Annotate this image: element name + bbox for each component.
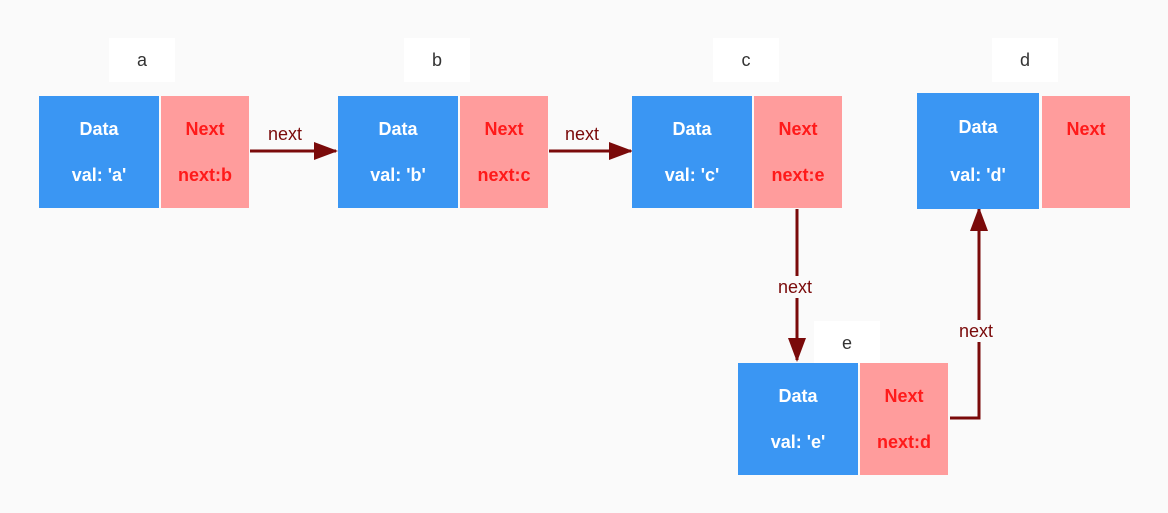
next-title: Next bbox=[185, 119, 225, 139]
node-d-data-cell: Data val: 'd' bbox=[917, 93, 1039, 209]
node-a-next-cell: Next next:b bbox=[161, 96, 249, 208]
node-label-c: c bbox=[713, 38, 779, 82]
edge-label-b-c: next bbox=[563, 123, 602, 145]
next-title: Next bbox=[1066, 119, 1106, 139]
edge-arrow-e-d bbox=[950, 207, 988, 420]
data-title: Data bbox=[672, 119, 712, 139]
node-e-data-cell: Data val: 'e' bbox=[738, 363, 858, 475]
node-label-a: a bbox=[109, 38, 175, 82]
data-title: Data bbox=[778, 386, 818, 406]
edge-label-c-e: next bbox=[776, 276, 815, 298]
node-b-next-cell: Next next:c bbox=[460, 96, 548, 208]
node-e-next-cell: Next next:d bbox=[860, 363, 948, 475]
data-value: val: 'e' bbox=[770, 432, 826, 452]
node-label-e: e bbox=[814, 321, 880, 365]
next-title: Next bbox=[484, 119, 524, 139]
edge-label-e-d: next bbox=[957, 320, 996, 342]
data-title: Data bbox=[958, 117, 998, 137]
data-value: val: 'b' bbox=[370, 165, 426, 185]
data-value: val: 'c' bbox=[664, 165, 720, 185]
next-value: next:d bbox=[877, 432, 931, 452]
data-value: val: 'd' bbox=[950, 165, 1006, 185]
node-b-data-cell: Data val: 'b' bbox=[338, 96, 458, 208]
next-title: Next bbox=[884, 386, 924, 406]
node-c-next-cell: Next next:e bbox=[754, 96, 842, 208]
next-value: next:e bbox=[771, 165, 825, 185]
data-title: Data bbox=[378, 119, 418, 139]
node-c-data-cell: Data val: 'c' bbox=[632, 96, 752, 208]
data-title: Data bbox=[79, 119, 119, 139]
next-value: next:b bbox=[178, 165, 232, 185]
node-d-next-cell: Next bbox=[1042, 96, 1130, 208]
next-value: next:c bbox=[477, 165, 531, 185]
edge-label-a-b: next bbox=[266, 123, 305, 145]
data-value: val: 'a' bbox=[71, 165, 127, 185]
node-label-b: b bbox=[404, 38, 470, 82]
next-title: Next bbox=[778, 119, 818, 139]
node-label-d: d bbox=[992, 38, 1058, 82]
node-a-data-cell: Data val: 'a' bbox=[39, 96, 159, 208]
